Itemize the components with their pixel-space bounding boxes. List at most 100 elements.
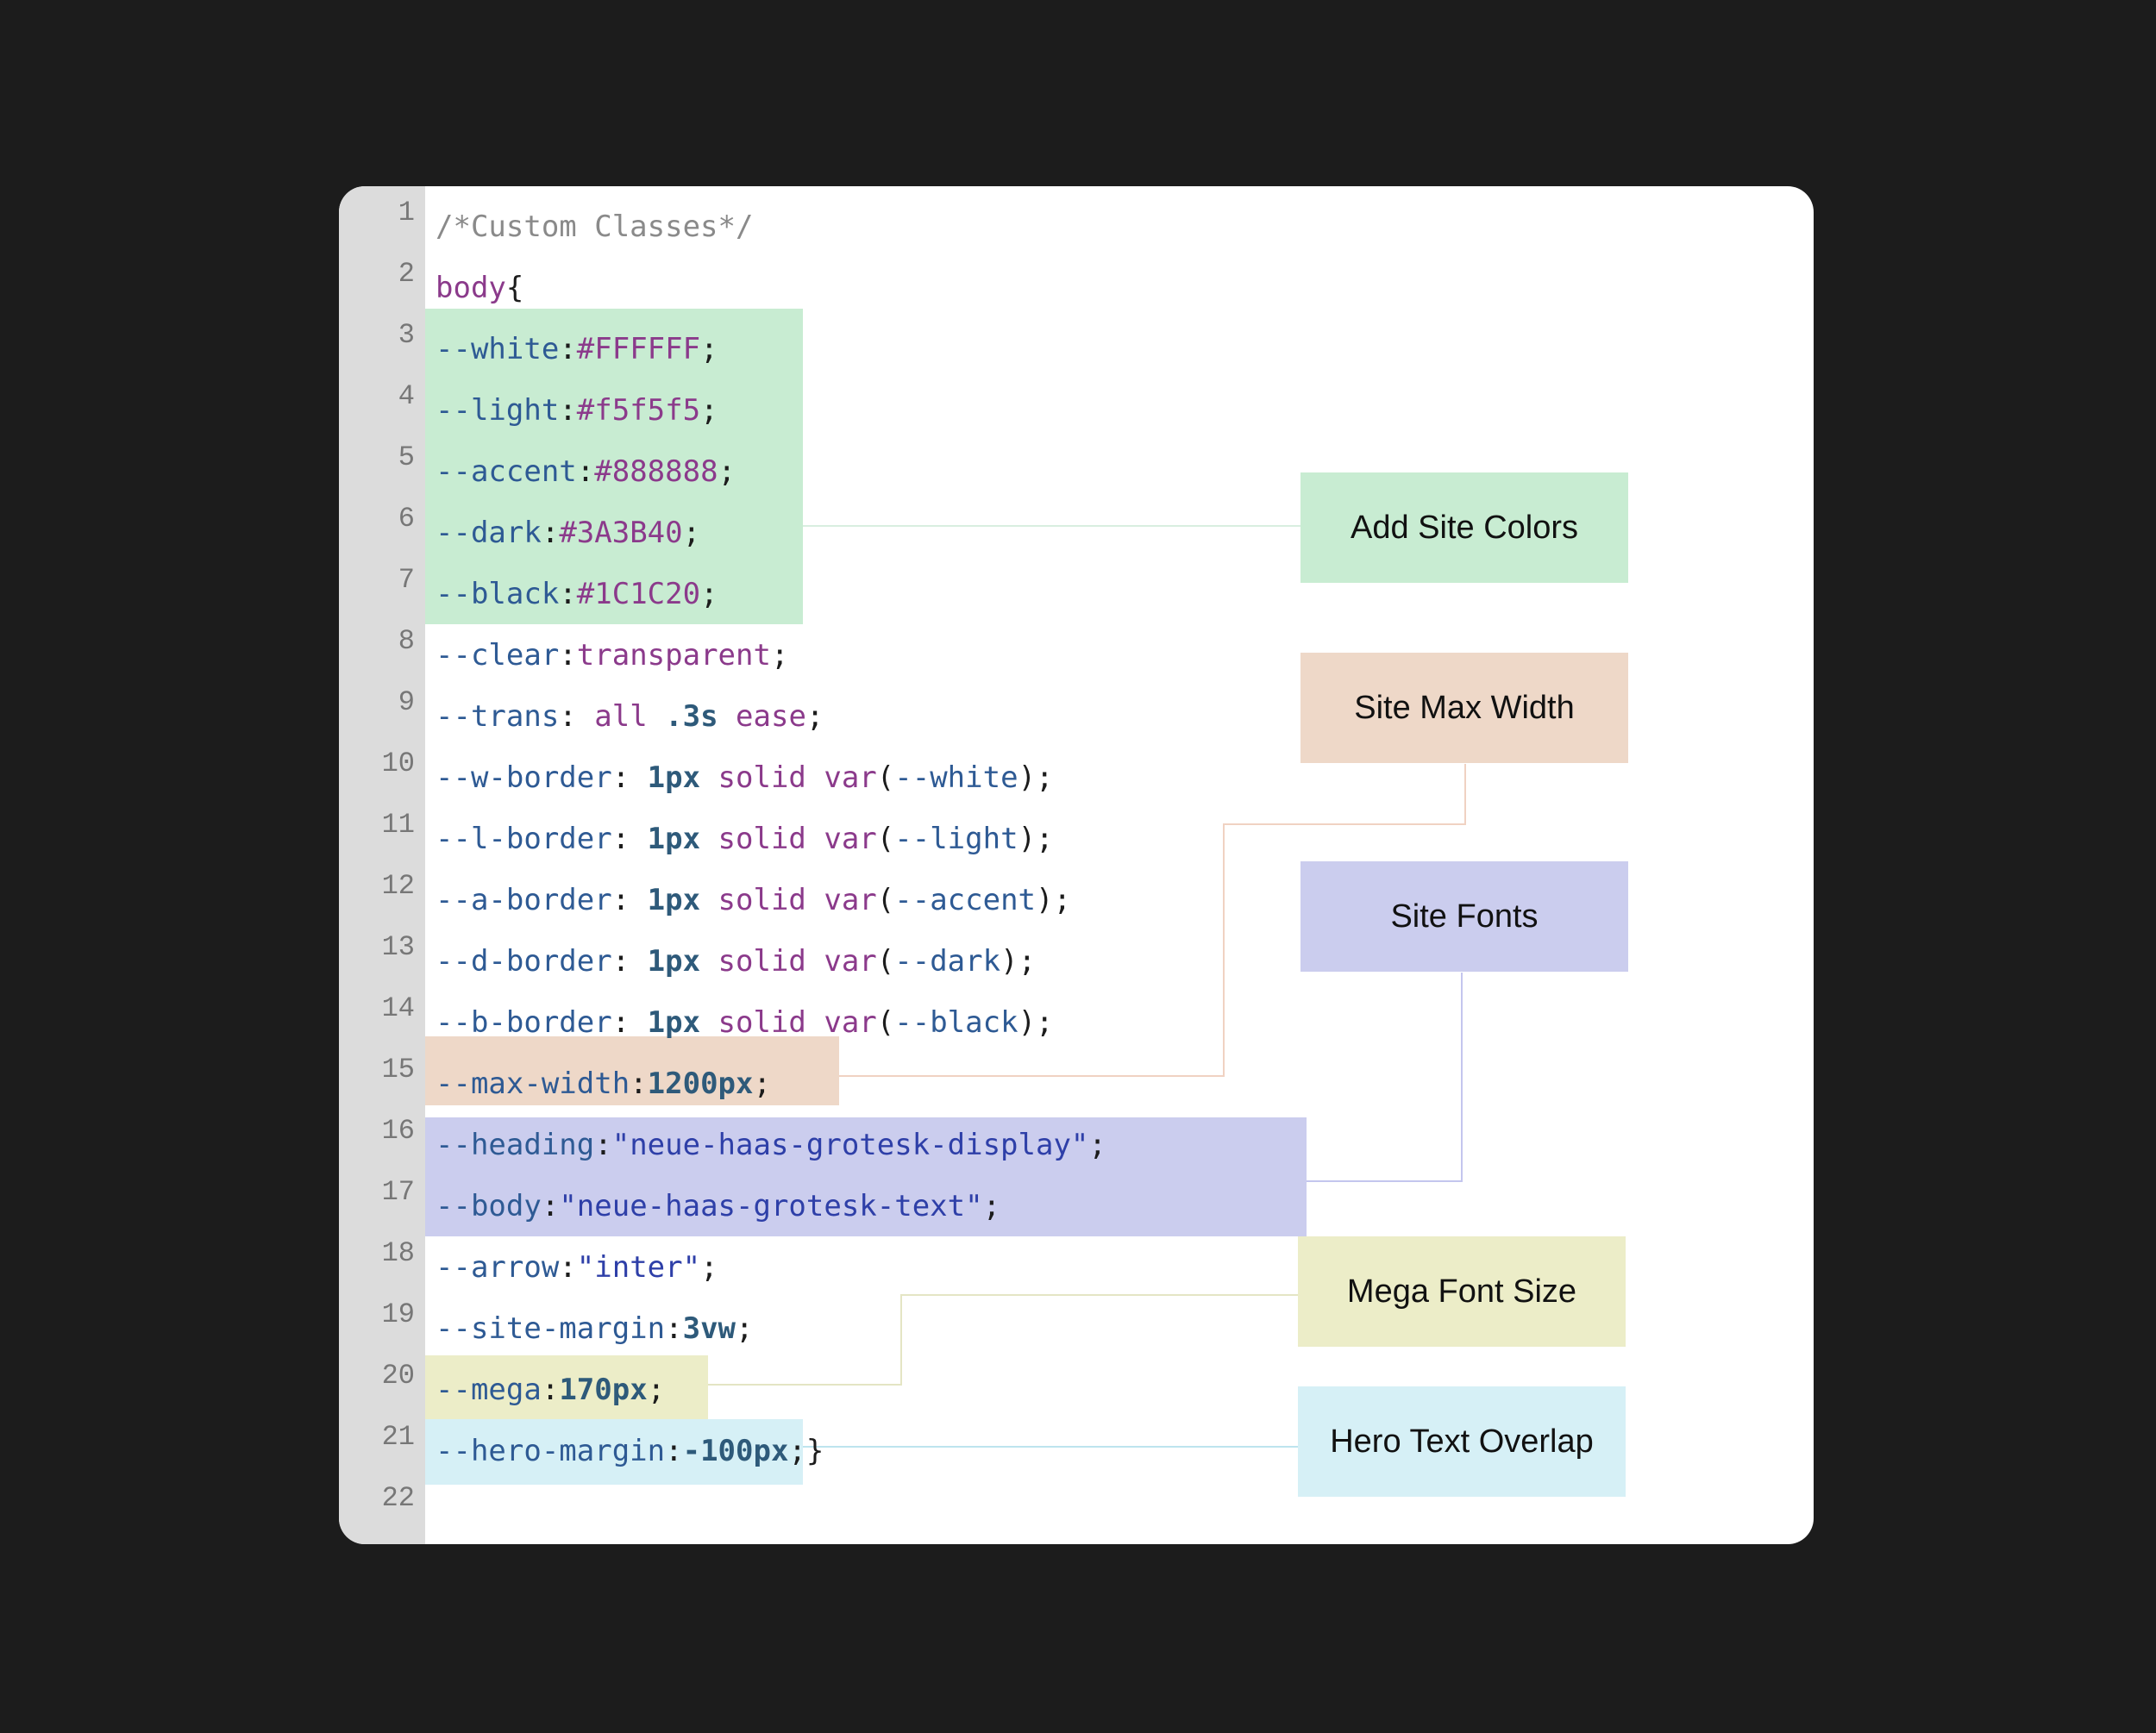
add-site-colors-text: Add Site Colors	[1350, 509, 1578, 546]
code-token: "neue-haas-grotesk-text"	[559, 1189, 983, 1223]
code-token: -100px	[682, 1434, 789, 1468]
code-token: ;	[982, 1189, 1001, 1223]
line-number: 21	[381, 1421, 415, 1453]
code-text: --light:#f5f5f5;	[436, 391, 718, 430]
hero-text-overlap-text: Hero Text Overlap	[1330, 1423, 1594, 1460]
code-token: :	[559, 577, 577, 611]
code-token: :	[576, 454, 595, 489]
code-token: :	[594, 1128, 612, 1162]
code-token: solid var	[700, 944, 877, 979]
line-number: 3	[398, 319, 415, 351]
code-text: --site-margin:3vw;	[436, 1309, 754, 1348]
code-text: --w-border: 1px solid var(--white);	[436, 758, 1054, 798]
line-number: 10	[381, 748, 415, 779]
code-token: --w-border	[436, 760, 612, 795]
line-number: 20	[381, 1360, 415, 1392]
code-text: /*Custom Classes*/	[436, 207, 753, 247]
code-text: --arrow:"inter";	[436, 1248, 718, 1287]
code-token: --white	[436, 332, 560, 366]
code-token: ;	[736, 1311, 754, 1346]
code-line: 8 --clear:transparent;	[339, 625, 1814, 686]
code-token: --arrow	[436, 1250, 560, 1285]
code-line: 18 --arrow:"inter";	[339, 1237, 1814, 1298]
code-token: :	[611, 822, 648, 856]
code-token: ;}	[788, 1434, 824, 1468]
code-token: --dark	[894, 944, 1001, 979]
code-token: --body	[436, 1189, 542, 1223]
code-token: (	[876, 822, 895, 856]
code-token: :	[665, 1311, 683, 1346]
code-token: #1C1C20	[576, 577, 701, 611]
code-token: 1px	[647, 1005, 701, 1040]
code-line: 5 --accent:#888888;	[339, 441, 1814, 503]
line-number: 18	[381, 1237, 415, 1269]
code-line: 13--d-border: 1px solid var(--dark);	[339, 931, 1814, 992]
code-token: body	[436, 271, 506, 305]
code-text: --white:#FFFFFF;	[436, 329, 718, 369]
code-line: 4--light:#f5f5f5;	[339, 380, 1814, 441]
fonts-highlight	[425, 1117, 1307, 1236]
code-line: 15--max-width:1200px;	[339, 1054, 1814, 1115]
code-line: 21 --hero-margin:-100px;}	[339, 1421, 1814, 1482]
site-max-width-label: Site Max Width	[1300, 653, 1628, 763]
code-token: :	[559, 332, 577, 366]
code-token: --light	[894, 822, 1018, 856]
code-token: ;	[753, 1067, 771, 1101]
code-line: 11 --l-border: 1px solid var(--light);	[339, 809, 1814, 870]
code-line: 14--b-border: 1px solid var(--black);	[339, 992, 1814, 1054]
code-token: --black	[894, 1005, 1018, 1040]
code-token: {	[505, 271, 524, 305]
line-number: 5	[398, 441, 415, 473]
code-token: ;	[700, 332, 718, 366]
code-token: ;	[718, 454, 736, 489]
code-token: --dark	[436, 516, 542, 550]
code-text: --body:"neue-haas-grotesk-text";	[436, 1186, 1000, 1226]
code-text: --accent:#888888;	[436, 452, 736, 491]
code-token: --heading	[436, 1128, 595, 1162]
code-text: --dark:#3A3B40;	[436, 513, 700, 553]
code-token: 1px	[647, 760, 701, 795]
code-token: solid var	[700, 1005, 877, 1040]
code-token: :	[665, 1434, 683, 1468]
code-token: "neue-haas-grotesk-display"	[611, 1128, 1089, 1162]
code-token: #FFFFFF	[576, 332, 701, 366]
code-token: ;	[700, 1250, 718, 1285]
code-token: :	[541, 516, 560, 550]
code-token: --accent	[894, 883, 1037, 917]
site-colors-highlight	[425, 309, 803, 624]
code-token: --clear	[436, 638, 560, 673]
code-line: 9 --trans: all .3s ease;	[339, 686, 1814, 748]
code-text: --l-border: 1px solid var(--light);	[436, 819, 1054, 859]
code-token: ;	[770, 638, 789, 673]
code-token: --hero-margin	[436, 1434, 666, 1468]
code-token: --black	[436, 577, 560, 611]
line-number: 8	[398, 625, 415, 657]
code-token: ;	[682, 516, 701, 550]
code-text: --trans: all .3s ease;	[436, 697, 824, 736]
code-token: #3A3B40	[559, 516, 683, 550]
code-token: "inter"	[576, 1250, 701, 1285]
code-token: );	[1000, 944, 1037, 979]
code-line: 7--black:#1C1C20;	[339, 564, 1814, 625]
code-token: 1200px	[647, 1067, 754, 1101]
code-token: );	[1018, 760, 1054, 795]
code-token: solid var	[700, 822, 877, 856]
line-number: 9	[398, 686, 415, 718]
line-number: 11	[381, 809, 415, 841]
code-token: ease	[718, 699, 806, 734]
hero-highlight	[425, 1419, 803, 1485]
code-token: (	[876, 760, 895, 795]
code-line: 19--site-margin:3vw;	[339, 1298, 1814, 1360]
connector-lines	[708, 525, 1466, 1448]
site-fonts-label: Site Fonts	[1300, 861, 1628, 972]
code-token: solid var	[700, 883, 877, 917]
code-token: solid var	[700, 760, 877, 795]
code-token: .3s	[665, 699, 718, 734]
code-text: --clear:transparent;	[436, 635, 788, 675]
code-token: (	[876, 883, 895, 917]
code-token: :	[611, 1005, 648, 1040]
code-text: --heading:"neue-haas-grotesk-display";	[436, 1125, 1106, 1165]
code-token: :	[611, 944, 648, 979]
code-token: --mega	[436, 1373, 542, 1407]
